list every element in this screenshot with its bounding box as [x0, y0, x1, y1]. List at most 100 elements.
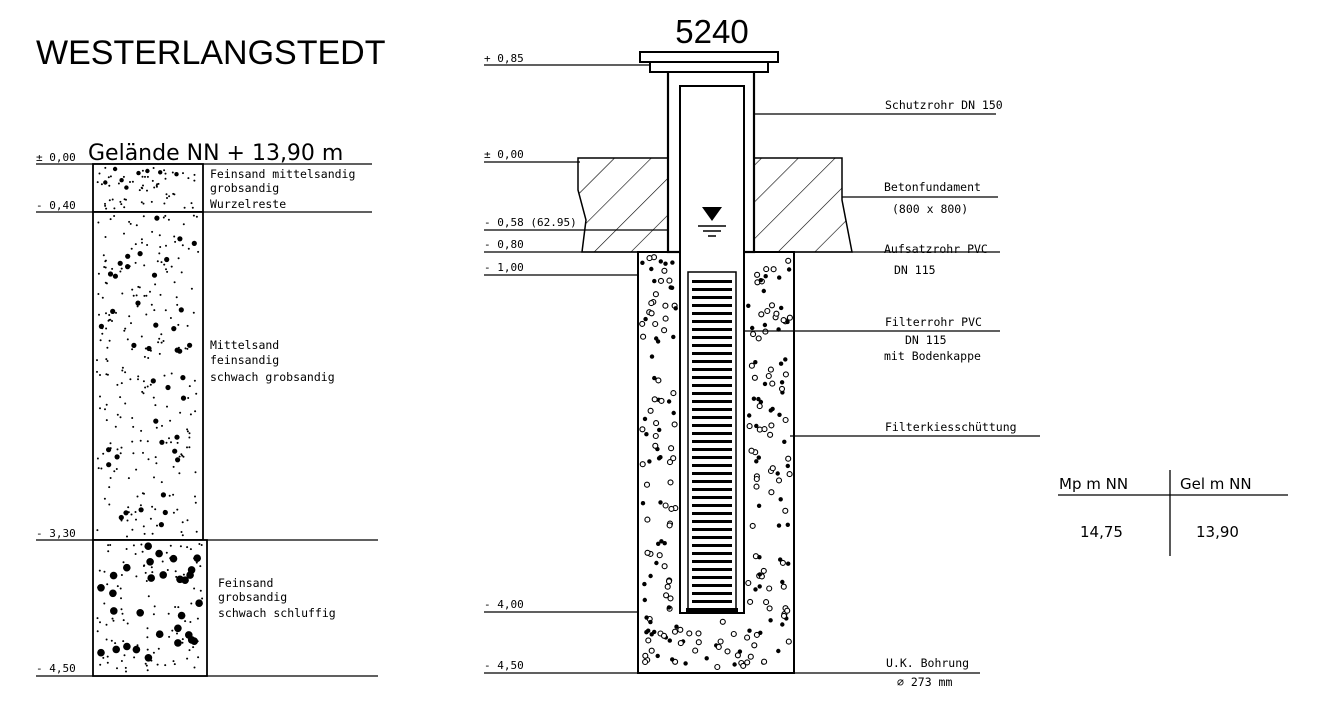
texture-dot: [121, 366, 124, 369]
texture-dot: [131, 180, 134, 183]
texture-dot: [188, 432, 191, 435]
texture-dot: [105, 403, 108, 406]
texture-dot: [161, 424, 163, 427]
texture-dot: [175, 296, 178, 299]
texture-dot: [194, 501, 197, 504]
texture-dot: [110, 308, 116, 314]
texture-dot: [180, 375, 186, 381]
texture-dot: [116, 667, 118, 670]
texture-dot: [761, 426, 768, 433]
texture-dot: [143, 264, 146, 267]
texture-dot: [193, 554, 201, 562]
texture-dot: [179, 411, 182, 414]
texture-dot: [154, 404, 157, 407]
texture-dot: [156, 260, 159, 263]
texture-dot: [125, 548, 128, 550]
texture-dot: [766, 605, 773, 612]
texture-dot: [106, 462, 112, 468]
filter-slot: [692, 536, 732, 539]
texture-dot: [122, 175, 125, 178]
texture-dot: [131, 288, 134, 291]
texture-dot: [105, 373, 108, 376]
texture-dot: [740, 662, 747, 669]
texture-dot: [177, 236, 183, 242]
texture-dot: [112, 645, 120, 654]
texture-dot: [769, 465, 776, 472]
texture-dot: [104, 202, 106, 205]
texture-dot: [194, 471, 197, 474]
texture-dot: [143, 294, 146, 297]
texture-dot: [120, 660, 123, 662]
texture-dot: [784, 607, 791, 614]
texture-dot: [195, 561, 198, 564]
texture-dot: [177, 606, 180, 609]
texture-dot: [161, 560, 164, 563]
layer-2-column: [92, 211, 204, 541]
texture-dot: [644, 630, 649, 635]
texture-dot: [197, 250, 200, 253]
texture-dot: [165, 441, 168, 444]
texture-dot: [144, 175, 146, 178]
texture-dot: [120, 267, 123, 270]
texture-dot: [122, 561, 125, 564]
filter-slot: [692, 600, 732, 603]
texture-dot: [154, 283, 157, 286]
texture-dot: [138, 189, 141, 192]
texture-dot: [105, 312, 107, 315]
texture-dot: [147, 574, 155, 582]
texture-dot: [655, 377, 662, 384]
texture-dot: [673, 306, 678, 311]
texture-dot: [101, 332, 104, 335]
texture-dot: [172, 448, 178, 454]
texture-dot: [146, 189, 148, 192]
texture-dot: [96, 617, 99, 620]
texture-dot: [129, 378, 132, 381]
texture-dot: [150, 378, 156, 384]
texture-dot: [782, 416, 789, 424]
texture-dot: [135, 300, 141, 306]
texture-dot: [667, 595, 674, 602]
texture-dot: [151, 532, 154, 535]
texture-dot: [188, 385, 191, 388]
texture-dot: [151, 179, 154, 182]
texture-dot: [164, 177, 167, 180]
texture-dot: [160, 261, 163, 264]
texture-dot: [658, 500, 663, 505]
texture-dot: [775, 471, 780, 476]
texture-dot: [182, 455, 185, 458]
texture-dot: [141, 175, 144, 178]
texture-dot: [651, 396, 658, 403]
texture-dot: [761, 658, 768, 665]
texture-dot: [724, 648, 731, 655]
texture-dot: [146, 385, 149, 388]
filter-slot: [692, 328, 732, 331]
texture-dot: [195, 599, 203, 607]
texture-dot: [136, 170, 141, 176]
texture-dot: [186, 430, 189, 433]
texture-dot: [104, 236, 107, 238]
texture-dot: [106, 655, 109, 658]
texture-dot: [758, 311, 765, 318]
texture-dot: [155, 630, 164, 638]
texture-dot: [146, 669, 149, 672]
texture-dot: [134, 511, 137, 513]
texture-dot: [777, 412, 782, 417]
texture-dot: [744, 659, 751, 666]
filter-slot: [692, 592, 732, 595]
texture-dot: [150, 566, 153, 569]
texture-dot: [190, 287, 193, 290]
texture-dot: [149, 517, 152, 520]
texture-dot: [645, 637, 652, 644]
filter-slot: [692, 448, 732, 451]
filter-slots: [692, 280, 732, 603]
texture-dot: [695, 639, 702, 646]
texture-dot: [126, 535, 128, 538]
texture-dot: [180, 271, 183, 274]
level-label: - 3,30: [36, 527, 76, 540]
layer-3-description: Feinsand grobsandig schwach schluffig: [218, 576, 336, 620]
texture-dot: [153, 605, 156, 608]
filter-slot: [692, 512, 732, 515]
texture-dot: [145, 168, 150, 174]
texture-dot: [98, 323, 104, 329]
texture-dot: [128, 220, 131, 223]
